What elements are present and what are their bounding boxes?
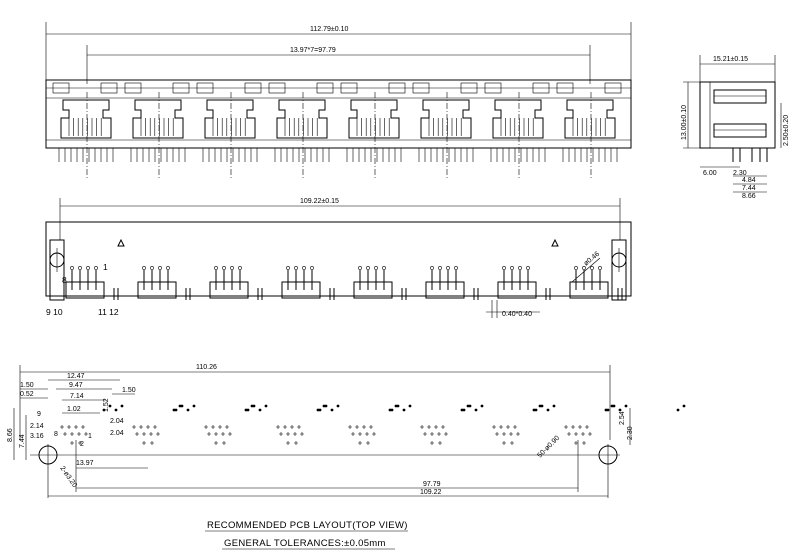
- pcb-label-8: 8: [54, 431, 58, 438]
- pcb-port-holes: [132, 404, 254, 445]
- side-view: 15.21±0.15 13.00±0.10 2.50±0.20 6.00 2.3…: [681, 55, 790, 200]
- caption-tolerance: GENERAL TOLERANCES:±0.05mm: [224, 538, 386, 549]
- pcb-dim-12-47: 12.47: [67, 373, 85, 380]
- bottom-view: 109.22±0.15 9 10 11 12 1 8 0.40*0.40 ø0.…: [45, 198, 632, 318]
- front-port: [412, 82, 478, 162]
- pcb-port-holes: [420, 404, 542, 445]
- pcb-port-holes: [492, 404, 614, 445]
- front-ports: [52, 82, 622, 162]
- pin-label-1: 1: [103, 262, 108, 272]
- pcb-dim-8-66: 8.66: [7, 428, 14, 442]
- pcb-dim-1-50b: 1.50: [122, 387, 136, 394]
- pcb-port-holes: [564, 404, 686, 445]
- pcb-dim-1-50a: 1.50: [20, 382, 34, 389]
- side-led-dim: 2.50±0.20: [783, 115, 790, 146]
- hole-left-dim: 2-ø3.20: [58, 465, 78, 489]
- pcb-dim-7-44: 7.44: [19, 434, 26, 448]
- front-view: 112.79±0.10 13.97*7=97.79: [45, 22, 632, 180]
- front-port: [268, 82, 334, 162]
- side-dim-1: 6.00: [703, 170, 717, 177]
- bottom-port: [209, 266, 263, 300]
- bottom-ports: [65, 266, 623, 300]
- front-port: [340, 82, 406, 162]
- front-width-dim: 112.79±0.10: [310, 26, 348, 33]
- pcb-dim-9-47: 9.47: [69, 382, 83, 389]
- pcb-port-holes: [348, 404, 470, 445]
- pin-labels-mid: 11 12: [98, 307, 119, 317]
- hole-right-dim: 50-ø0.90: [536, 435, 561, 460]
- front-port: [484, 82, 550, 162]
- front-center-lines: [86, 92, 592, 180]
- bottom-port: [353, 266, 407, 300]
- pin-label-8: 8: [62, 275, 67, 285]
- pcb-hole-pattern: [60, 404, 686, 445]
- pcb-pitch-dim: 13.97: [76, 460, 94, 467]
- pcb-label-2: 2: [80, 441, 84, 448]
- caption-title: RECOMMENDED PCB LAYOUT(TOP VIEW): [207, 520, 408, 531]
- pcb-dim-7-14: 7.14: [70, 393, 84, 400]
- side-dim-4: 7.44: [742, 185, 756, 192]
- front-port: [124, 82, 190, 162]
- caption: RECOMMENDED PCB LAYOUT(TOP VIEW) GENERAL…: [205, 520, 408, 550]
- pcb-dim-3-16: 3.16: [30, 433, 44, 440]
- pcb-label-1: 1: [88, 433, 92, 440]
- side-dim-5: 8.66: [742, 193, 756, 200]
- pcb-dim-2-04b: 2.04: [110, 430, 124, 437]
- front-port: [196, 82, 262, 162]
- pcb-dim-1-02: 1.02: [67, 406, 81, 413]
- pin-width-dim: 0.40*0.40: [502, 311, 532, 318]
- side-dim-3: 4.84: [742, 177, 756, 184]
- side-width-dim: 15.21±0.15: [713, 56, 748, 63]
- pcb-layout: 110.26 12.47 1.50 0.52 9.47 7.14 1.02 1.…: [7, 364, 686, 498]
- pcb-dim-2-54: 2.54: [619, 411, 626, 425]
- bottom-port: [569, 266, 623, 300]
- side-dim-2: 2.30: [733, 170, 747, 177]
- side-height-dim: 13.00±0.10: [681, 105, 688, 140]
- bottom-port: [281, 266, 335, 300]
- pcb-bottom-total: 109.22: [420, 489, 442, 496]
- bottom-port: [425, 266, 479, 300]
- bottom-port: [137, 266, 191, 300]
- front-port: [556, 82, 622, 162]
- pcb-total-dim: 110.26: [196, 364, 217, 371]
- pcb-dim-1-52: 1.52: [103, 398, 110, 412]
- pin-labels-left: 9 10: [46, 307, 63, 317]
- pcb-dim-0-52: 0.52: [20, 391, 34, 398]
- front-pitch-dim: 13.97*7=97.79: [290, 47, 336, 54]
- pcb-pitch-total: 97.79: [423, 481, 441, 488]
- front-port: [52, 82, 118, 162]
- pcb-dim-2-04a: 2.04: [110, 418, 124, 425]
- bottom-port: [65, 266, 119, 300]
- pcb-port-holes: [276, 404, 398, 445]
- bottom-port: [497, 266, 551, 300]
- pcb-dim-2-30: 2.30: [627, 426, 634, 440]
- pcb-dim-2-14: 2.14: [30, 423, 44, 430]
- pcb-port-holes: [60, 404, 182, 445]
- pcb-dim-9: 9: [37, 411, 41, 418]
- pcb-port-holes: [204, 404, 326, 445]
- bottom-width-dim: 109.22±0.15: [300, 198, 339, 205]
